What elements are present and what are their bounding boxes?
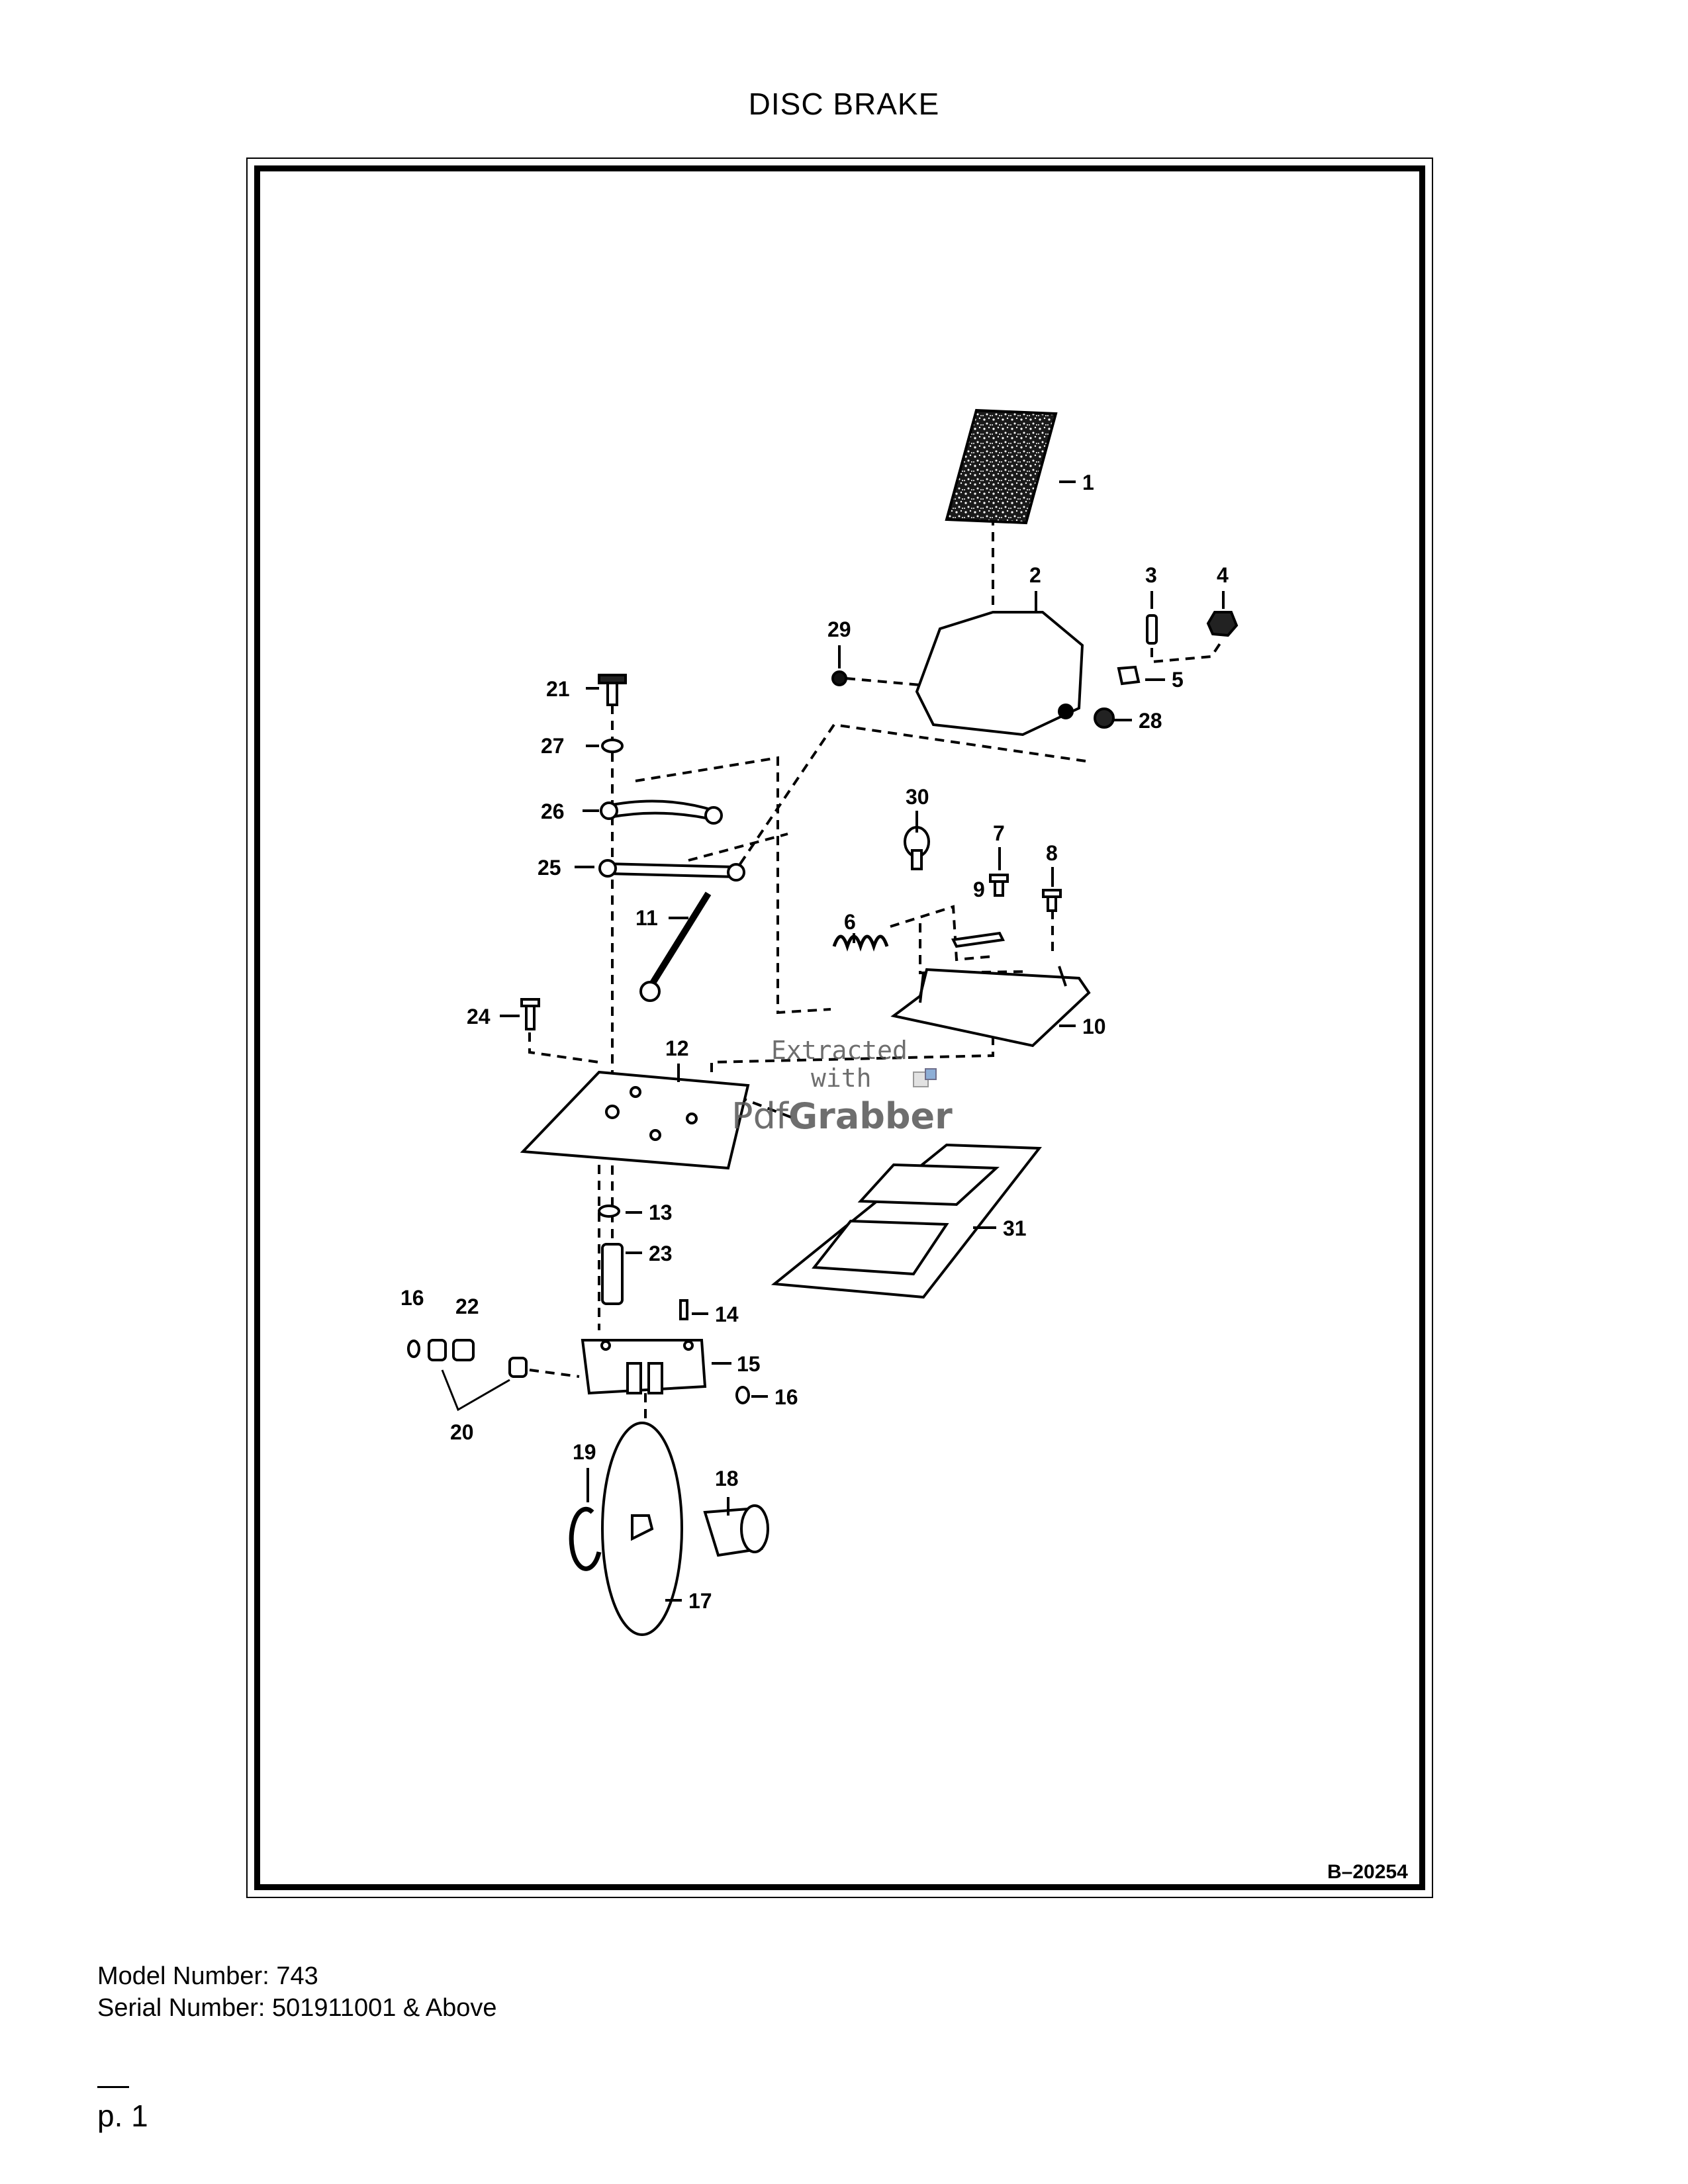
pedal-pad-part-1 [945,408,1058,525]
serial-number-value: 501911001 & Above [271,1994,497,2022]
callout-10: 10 [1082,1015,1106,1038]
oring-part-16-left [407,1340,420,1358]
nut-part-4 [1206,611,1239,637]
figure-id: B–20254 [1327,1861,1408,1883]
serial-number-line: Serial Number: 501911001 & Above [97,1992,496,2024]
nut-part-28 [1094,707,1115,729]
callout-16-left: 16 [400,1286,424,1310]
dash-3-5-4 [1150,632,1225,664]
pedal-plate-part-2 [915,611,1084,737]
bushing-part-5 [1117,665,1141,686]
callout-14: 14 [715,1302,739,1326]
callout-2: 2 [1029,563,1041,587]
puck-part-20 [508,1357,528,1378]
dash-20 [529,1369,580,1378]
washer-part-13 [598,1205,620,1218]
puck-part-22a [428,1339,447,1361]
caliper-part-15 [581,1339,707,1395]
puck-part-22b [452,1339,475,1361]
figure-outer-frame [246,158,1433,1898]
pin-part-23 [601,1243,624,1305]
callout-24: 24 [467,1005,491,1028]
model-number-line: Model Number: 743 [97,1960,318,1992]
bracket-part-9 [951,931,1006,948]
stud-part-3 [1146,614,1158,645]
pin-part-14 [679,1299,688,1320]
pdfgrabber-watermark: Extracted with PdfGrabber [731,1036,953,1137]
callout-23: 23 [649,1242,673,1265]
dash-29 [845,677,921,686]
callout-21: 21 [546,677,570,701]
callout-20: 20 [450,1420,474,1444]
watermark-brand: PdfGrabber [731,1095,953,1137]
callout-25: 25 [538,856,561,880]
callout-7: 7 [993,821,1005,845]
dash-24-12 [528,1032,600,1064]
page-title: DISC BRAKE [748,87,940,121]
rod-part-11 [645,891,712,991]
model-number-label: Model Number: [97,1962,269,1990]
dash-25 [688,833,788,862]
callout-5: 5 [1172,668,1184,692]
callout-3: 3 [1145,563,1157,587]
watermark-line-2: with [811,1064,872,1093]
watermark-line-1: Extracted [771,1036,908,1065]
parts-diagram: 1 2 3 4 5 6 7 8 9 10 11 12 13 14 15 16 1… [400,408,1408,1883]
callout-6: 6 [844,910,856,934]
callout-28: 28 [1139,709,1162,733]
callout-13: 13 [649,1201,673,1224]
callout-26: 26 [541,799,565,823]
callout-4: 4 [1217,563,1229,587]
callout-30: 30 [906,785,929,809]
spring-part-6 [832,934,889,952]
callout-9: 9 [973,878,985,901]
washer-part-27 [601,739,624,753]
callout-1: 1 [1082,471,1094,494]
page-number-rule [97,2086,129,2088]
callout-29: 29 [827,617,851,641]
page-number: p. 1 [97,2099,148,2133]
grommet-part-29 [831,670,847,686]
oring-part-16-right [735,1386,750,1404]
callout-27: 27 [541,734,565,758]
callout-22: 22 [455,1295,479,1318]
callout-15: 15 [737,1352,761,1376]
callout-31: 31 [1003,1216,1027,1240]
snapring-part-19 [569,1506,602,1571]
callout-16-right: 16 [774,1385,798,1409]
serial-number-label: Serial Number: [97,1994,265,2022]
dash-7-9 [919,923,1030,975]
callout-17: 17 [688,1589,712,1613]
dash-6-10 [890,905,994,962]
link-part-25 [604,862,740,879]
dash-26-box [635,756,831,1015]
callout-8: 8 [1046,841,1058,865]
plate-part-12 [520,1070,750,1170]
model-number-value: 743 [276,1962,318,1990]
callout-18: 18 [715,1467,739,1490]
callout-19: 19 [573,1440,596,1464]
callout-12: 12 [665,1036,689,1060]
callout-11: 11 [635,906,658,930]
dash-2-11 [737,723,1086,868]
figure-inner-frame [254,165,1425,1890]
lever-part-26 [604,799,721,823]
